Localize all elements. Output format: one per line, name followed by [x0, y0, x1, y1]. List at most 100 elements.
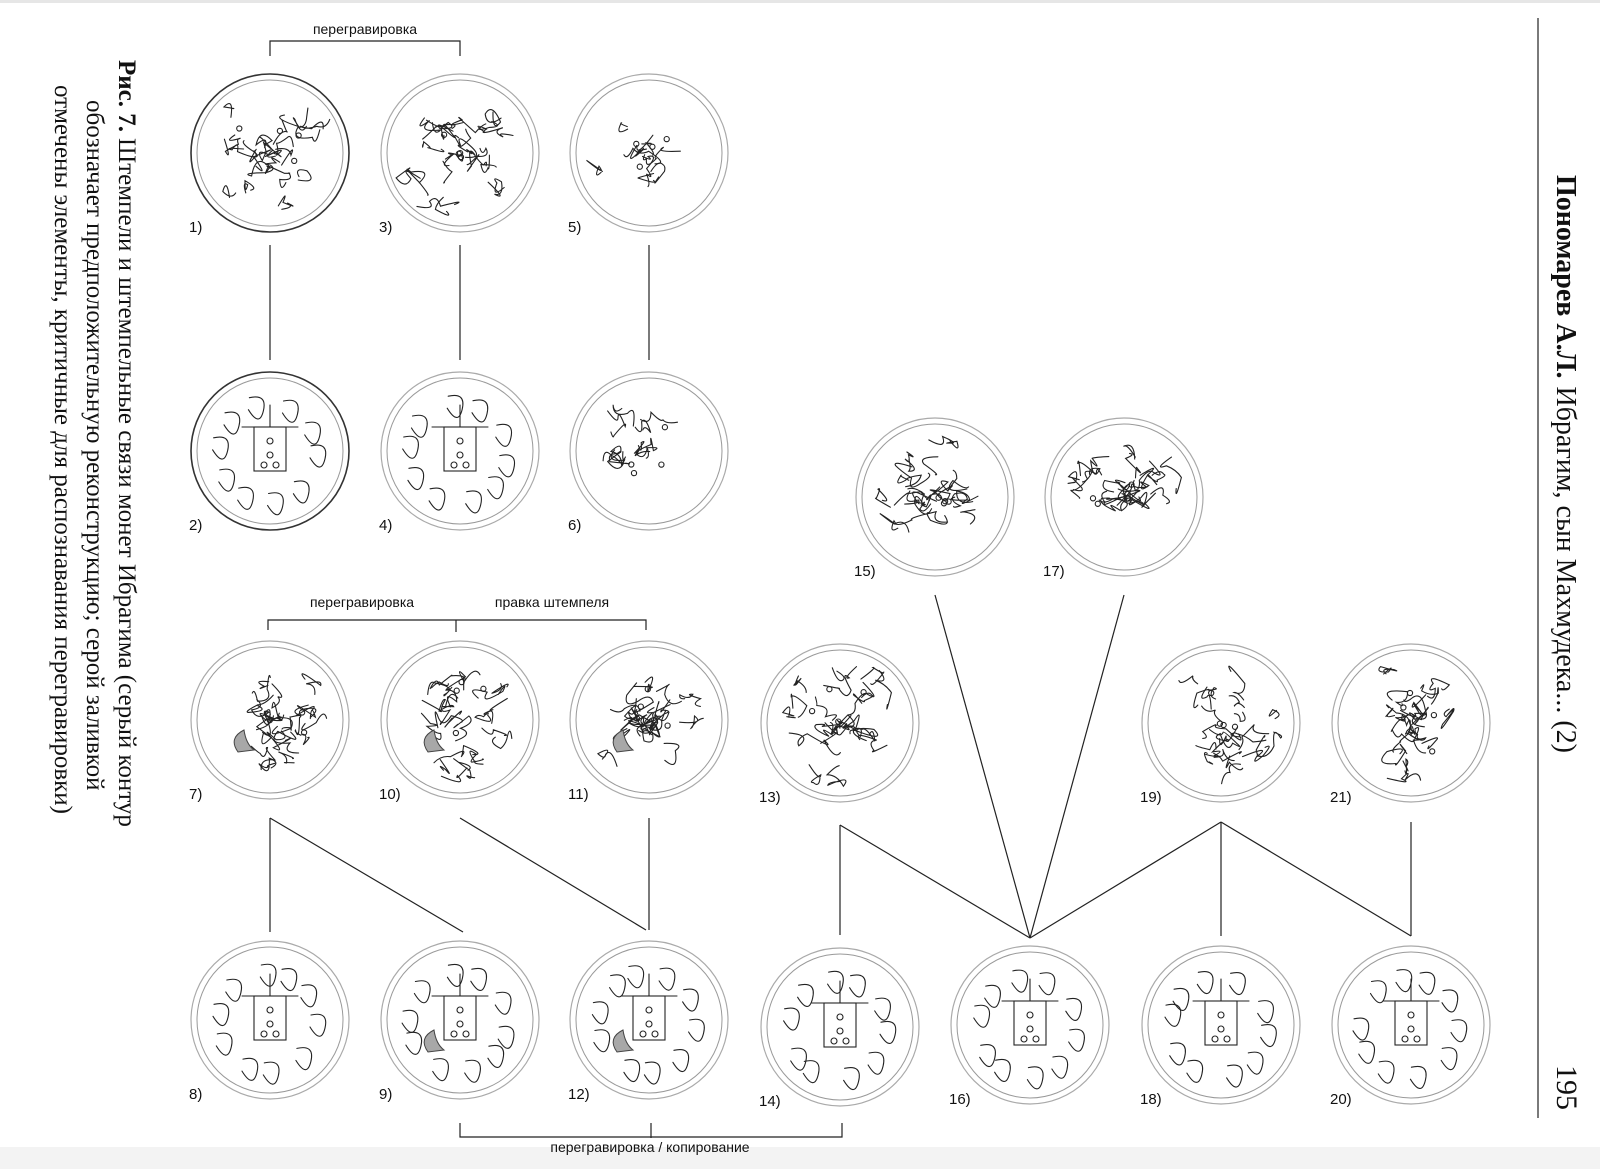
ornament-stroke [790, 1047, 807, 1071]
legend-dot [644, 685, 651, 693]
coin-drawings: 1)2)3)4)5)6)7)8)9)10)11)12)13)14)15)16)1… [189, 73, 1491, 1110]
coin-label: 7) [189, 786, 202, 803]
figure-caption-line-1: Рис. 7.Штемпели и штемпельные связи моне… [113, 60, 140, 827]
legend-stroke [608, 445, 630, 466]
legend-stroke [1421, 737, 1439, 750]
coin-label: 4) [379, 517, 392, 534]
coin-label: 9) [379, 1086, 392, 1103]
ornament-stroke [1352, 1017, 1370, 1041]
coin-inner-rim [1337, 649, 1485, 797]
running-head-author: Пономарев А.Л. [1550, 175, 1581, 378]
coin-outer-rim [1141, 643, 1301, 803]
legend-dot [633, 140, 640, 148]
legend-stroke [296, 169, 312, 182]
coin-inscription [402, 394, 516, 514]
legend-stroke [904, 490, 920, 505]
figure-caption-line-2: обозначает предположительную реконструкц… [81, 100, 108, 791]
coin-outer-rim [1331, 945, 1491, 1105]
legend-stroke [258, 757, 277, 772]
legend-stroke [960, 509, 976, 525]
coin-inscription [874, 435, 979, 533]
ornament-stroke [215, 1032, 233, 1056]
link-19-16 [1029, 821, 1222, 939]
legend-stroke [642, 146, 681, 165]
legend-stroke [1402, 758, 1409, 775]
legend-stroke [1201, 724, 1242, 741]
tamga-frame [1204, 1000, 1238, 1046]
legend-stroke [820, 721, 837, 744]
ornament-stroke [672, 1049, 690, 1073]
legend-stroke [250, 698, 271, 736]
ornament-stroke [1260, 1024, 1277, 1048]
legend-stroke [1385, 707, 1396, 718]
coin-inner-rim [575, 646, 723, 794]
coin-outer-rim [569, 940, 729, 1100]
tamga-top [1192, 978, 1250, 1002]
ornament-stroke [1038, 972, 1056, 996]
legend-stroke [679, 714, 704, 730]
ornament-stroke [643, 1061, 661, 1085]
link-7-9 [269, 817, 464, 933]
legend-stroke [814, 721, 843, 737]
coin-inner-rim [386, 946, 534, 1094]
tamga-dot [651, 1030, 659, 1038]
ornament-stroke [304, 421, 321, 445]
legend-stroke [1228, 695, 1245, 709]
critical-element-fill [423, 729, 446, 753]
coin-outer-rim [855, 417, 1015, 577]
figure-caption-line-3: отмечены элементы, критичные для распозн… [49, 85, 76, 814]
coin-outer-rim [950, 945, 1110, 1105]
legend-stroke [431, 681, 449, 689]
ornament-stroke [802, 1060, 820, 1084]
legend-stroke [1390, 718, 1415, 734]
link-19-20 [1220, 821, 1412, 937]
legend-stroke [440, 767, 468, 783]
legend-stroke [301, 713, 328, 731]
tamga-dot [1223, 1035, 1231, 1043]
legend-stroke [251, 674, 271, 702]
legend-stroke [649, 699, 671, 728]
legend-stroke [1399, 709, 1427, 730]
legend-stroke [641, 155, 654, 188]
critical-element-fill [612, 1029, 635, 1053]
legend-stroke [1408, 728, 1427, 741]
legend-stroke [250, 745, 277, 771]
bottom-bracket [459, 1123, 843, 1138]
coin-inner-rim [386, 646, 534, 794]
tamga-top [620, 973, 678, 997]
ornament-stroke [1186, 1059, 1204, 1083]
legend-stroke [655, 683, 682, 705]
legend-dot [835, 718, 842, 725]
legend-dot [440, 131, 448, 138]
tamga-dot [645, 1020, 653, 1028]
coin-inner-rim [196, 79, 344, 227]
coin-label: 13) [759, 789, 781, 806]
middle-bracket-label-right: правка штемпеля [495, 594, 609, 610]
legend-stroke [458, 128, 478, 159]
coin-10: 10) [379, 640, 540, 803]
tamga-dot [639, 1030, 647, 1038]
coin-inscription [591, 965, 705, 1085]
legend-stroke [904, 451, 915, 472]
coin-inscription [212, 963, 327, 1085]
coin-7: 7) [189, 640, 350, 803]
tamga-dot [1032, 1035, 1040, 1043]
coin-outer-rim [380, 640, 540, 800]
coin-inner-rim [575, 377, 723, 525]
legend-stroke [1378, 665, 1398, 675]
coin-label: 19) [1140, 789, 1162, 806]
legend-dot [808, 707, 816, 715]
legend-stroke [258, 680, 270, 690]
legend-stroke [453, 715, 472, 742]
legend-stroke [1241, 731, 1283, 758]
legend-stroke [852, 692, 874, 704]
legend-stroke [419, 117, 443, 133]
legend-stroke [278, 751, 295, 764]
coin-5: 5) [568, 73, 729, 236]
tamga-dot [266, 1020, 274, 1028]
legend-stroke [893, 513, 927, 533]
legend-stroke [444, 710, 463, 728]
legend-stroke [273, 135, 294, 155]
legend-dot [633, 715, 641, 722]
